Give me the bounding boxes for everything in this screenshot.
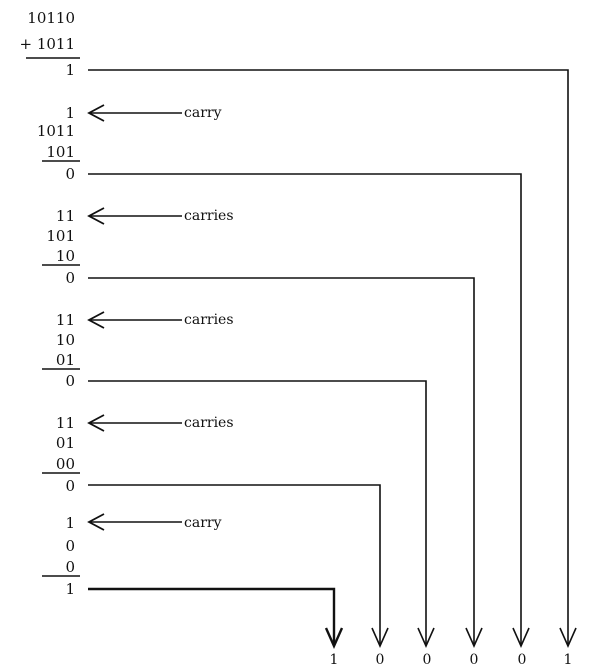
step-5-result: 0 — [65, 477, 75, 495]
step-6-result: 1 — [65, 580, 75, 598]
step-3-result: 0 — [65, 269, 75, 287]
result-arrowhead-6 — [324, 627, 344, 649]
result-arrowhead-5 — [371, 627, 389, 648]
step-5-line-a: 01 — [55, 434, 75, 452]
step-2-carry: 1 — [65, 104, 75, 122]
final-digit-2: 0 — [375, 652, 385, 668]
result-arrowhead-4 — [417, 627, 435, 648]
step-6-line-a: 0 — [65, 537, 75, 555]
result-arrowhead-2 — [512, 627, 530, 648]
step-3-carry: 11 — [55, 207, 75, 225]
carry-arrowhead-3 — [87, 207, 105, 225]
step-4-line-b: 01 — [55, 351, 75, 369]
final-digit-4: 0 — [469, 652, 479, 668]
carry-arrowhead-6 — [87, 513, 105, 531]
step-1-result: 1 — [65, 61, 75, 79]
result-arrowhead-1 — [559, 627, 577, 648]
step-2-result: 0 — [65, 165, 75, 183]
step-3-line-a: 101 — [46, 227, 75, 245]
step-4-result: 0 — [65, 372, 75, 390]
result-arrowhead-3 — [465, 627, 483, 648]
carry-arrowhead-4 — [87, 311, 105, 329]
step-3-carry-label: carries — [184, 208, 234, 224]
carry-arrowhead-5 — [87, 414, 105, 432]
result-route-5 — [88, 484, 381, 645]
final-digit-6: 1 — [563, 652, 573, 668]
carry-arrowhead-2 — [87, 104, 105, 122]
step-3-line-b: 10 — [55, 247, 75, 265]
step-5-carry-label: carries — [184, 415, 234, 431]
step-6-line-b: 0 — [65, 558, 75, 576]
final-digit-1: 1 — [329, 652, 339, 668]
step-2-line-b: 101 — [46, 143, 75, 161]
step-4-carry-label: carries — [184, 312, 234, 328]
addend-1: 10110 — [27, 9, 75, 27]
addend-2: + 1011 — [19, 35, 75, 53]
step-2-carry-label: carry — [184, 105, 222, 121]
result-route-1 — [88, 69, 569, 645]
step-6-carry: 1 — [65, 514, 75, 532]
step-4-line-a: 10 — [55, 331, 75, 349]
final-digit-3: 0 — [422, 652, 432, 668]
step-5-carry: 11 — [55, 414, 75, 432]
step-5-line-b: 00 — [55, 455, 75, 473]
result-route-2 — [88, 173, 522, 645]
final-digit-5: 0 — [517, 652, 527, 668]
result-route-6 — [88, 587, 336, 645]
result-route-4 — [88, 380, 427, 645]
result-route-3 — [88, 277, 475, 645]
step-6-carry-label: carry — [184, 515, 222, 531]
step-4-carry: 11 — [55, 311, 75, 329]
step-2-line-a: 1011 — [36, 122, 75, 140]
